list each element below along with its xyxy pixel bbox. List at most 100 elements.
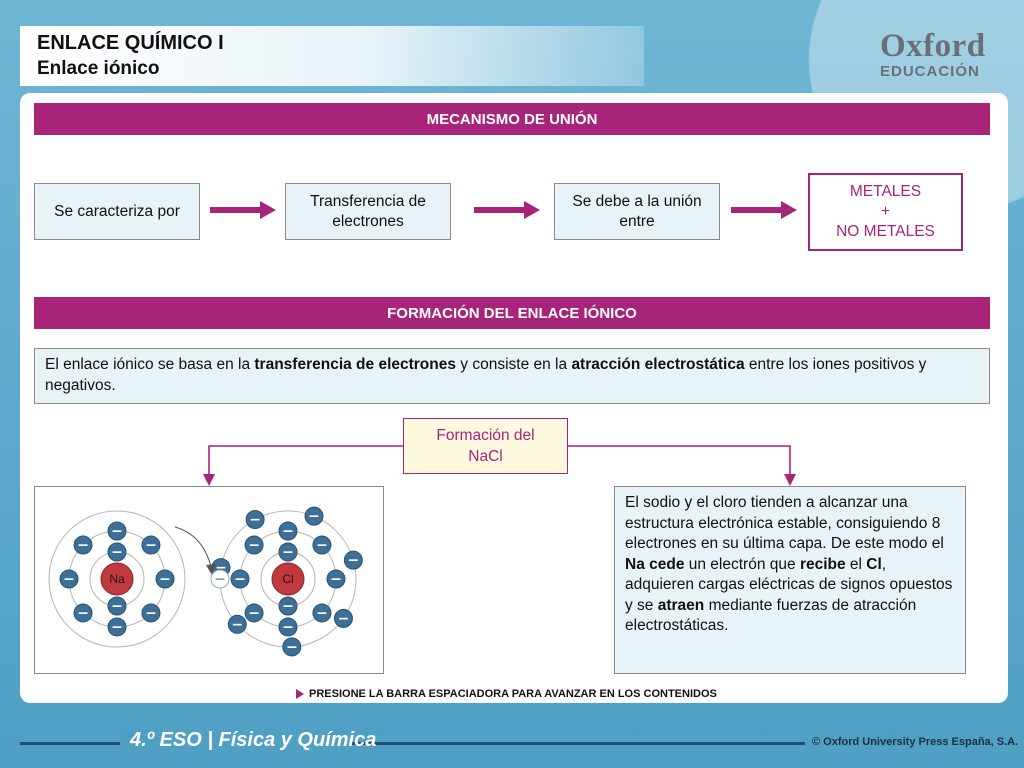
sodium-symbol: Na [109,572,125,586]
electron [278,521,298,541]
na-cl-atoms-diagram: Na−−−−−−−−−−Cl−−−−−−−−−−−−−−−−−− [48,506,363,657]
electron-sign: − [111,545,123,561]
electron-sign: − [145,538,157,554]
arrow-right-icon [474,201,540,219]
electron-sign: − [286,639,298,655]
electron-sign: − [77,605,89,621]
electron [155,569,175,589]
result-nonmetals: NO METALES [836,223,935,240]
page-title: ENLACE QUÍMICO I [37,32,224,54]
desc-text: El sodio y el cloro tienden a alcanzar u… [625,494,944,552]
electron [343,550,363,570]
result-box: METALES + NO METALES [808,173,963,251]
electron [230,569,250,589]
electron-sign: − [215,560,227,576]
footer-line-left [20,742,120,745]
electron-sign: − [145,605,157,621]
electron-sign: − [316,605,328,621]
mechanism-heading: MECANISMO DE UNIÓN [34,103,990,135]
electron [333,608,353,628]
desc-text: el [845,555,867,573]
sodium-nucleus [100,562,134,596]
electron [73,603,93,623]
electron-sign: − [282,620,294,636]
branch-connector [203,445,796,486]
arrow-right-icon [731,201,797,219]
electron [278,617,298,637]
para-text: El enlace iónico se basa en la [45,356,255,373]
step-box-union: Se debe a la unión entre [554,183,720,240]
electron-sign: − [282,599,294,615]
nacl-explanation: El sodio y el cloro tienden a alcanzar u… [614,486,966,674]
electron-sign: − [214,572,226,588]
nacl-formation-box: Formación del NaCl [403,418,568,474]
electron-sign: − [249,512,261,528]
electron-sign: − [316,538,328,554]
electron [210,569,230,589]
copyright: © Oxford University Press España, S.A. [812,736,1019,748]
electron [107,521,127,541]
electron [227,614,247,634]
electron-sign: − [111,524,123,540]
electron [312,603,332,623]
electron [141,535,161,555]
nacl-label-line2: NaCl [468,448,503,465]
electron [59,569,79,589]
title-band [20,26,644,86]
arrow-right-icon [210,201,276,219]
electron [107,542,127,562]
electron [141,603,161,623]
chlorine-symbol: Cl [282,572,293,586]
electron [282,637,302,657]
electron-sign: − [111,599,123,615]
electron [107,596,127,616]
desc-text: un electrón que [684,555,800,573]
desc-bold-cl: Cl [866,555,882,573]
transfer-arrowhead-icon [206,564,216,575]
electron [73,535,93,555]
electron [326,569,346,589]
electron-sign: − [111,620,123,636]
electron [244,535,264,555]
electron-sign: − [347,553,359,569]
electron-sign: − [282,524,294,540]
electron-sign: − [330,572,342,588]
electron-sign: − [63,572,75,588]
electron-sign: − [77,538,89,554]
para-bold-transfer: transferencia de electrones [254,356,456,373]
electron [312,535,332,555]
atom-diagram-box: Na−−−−−−−−−−Cl−−−−−−−−−−−−−−−−−− [34,486,384,674]
result-plus: + [880,203,891,220]
sodium-orbit [48,510,186,648]
desc-bold-atraen: atraen [657,596,705,614]
electron-sign: − [248,605,260,621]
electron [304,506,324,526]
electron-sign: − [282,545,294,561]
desc-text: mediante fuerzas de atracción electrostá… [625,596,917,635]
page-subtitle: Enlace iónico [37,58,160,79]
electron-sign: − [231,617,243,633]
para-text: entre los iones positivos y negativos. [45,356,927,394]
electron [244,603,264,623]
para-text: y consiste en la [455,356,572,373]
desc-text: , adquieren cargas eléctricas de signos … [625,555,953,614]
desc-bold-recibe: recibe [799,555,846,573]
desc-bold-na-cede: Na cede [625,555,685,573]
electron-sign: − [248,538,260,554]
course-label: 4.º ESO | Física y Química [130,729,377,751]
chlorine-nucleus [271,562,305,596]
para-bold-attraction: atracción electrostática [571,356,745,373]
electron-sign: − [159,572,171,588]
ionic-bond-description: El enlace iónico se basa en la transfere… [34,348,990,404]
electron-sign: − [338,611,350,627]
electron [278,596,298,616]
formation-heading: FORMACIÓN DEL ENLACE IÓNICO [34,297,990,329]
nacl-label-line1: Formación del [436,427,535,444]
play-triangle-icon [296,689,304,699]
result-metals: METALES [849,183,922,200]
step-box-characterized: Se caracteriza por [34,183,200,240]
advance-hint: PRESIONE LA BARRA ESPACIADORA PARA AVANZ… [296,688,717,700]
transfer-arrow [174,526,212,568]
footer-line-middle [350,742,805,745]
step-box-transfer: Transferencia de electrones [285,183,451,240]
